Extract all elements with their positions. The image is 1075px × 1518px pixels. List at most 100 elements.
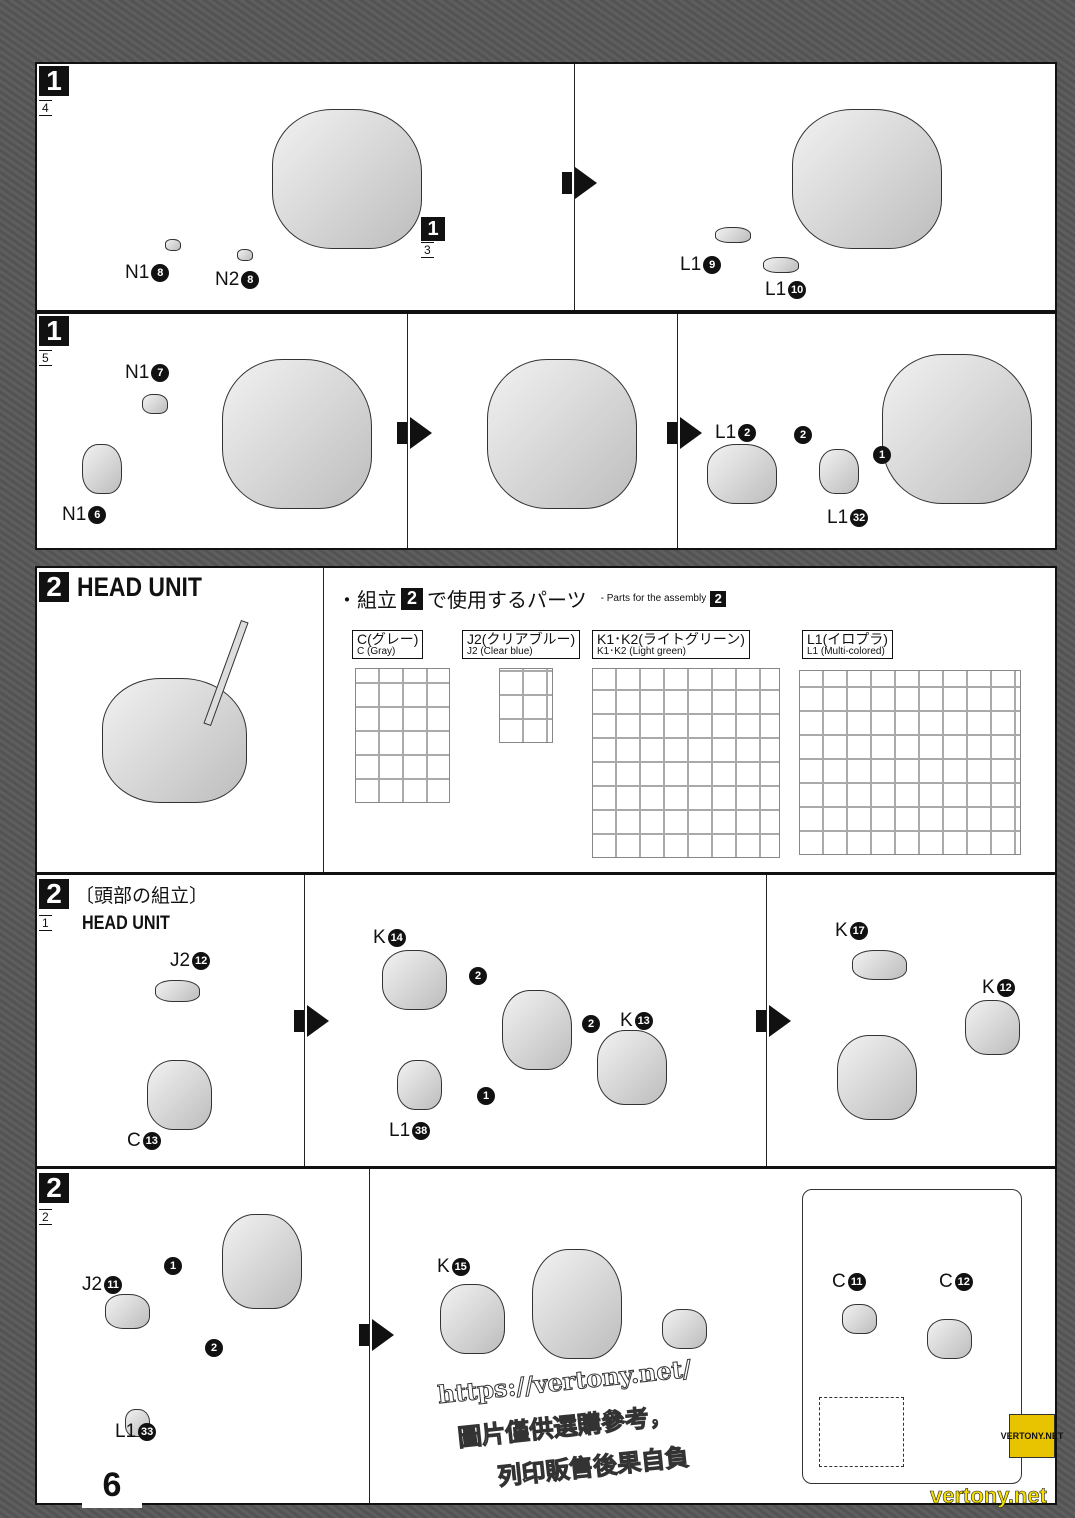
sub-step: 4 <box>39 100 52 116</box>
runner-c-label: C(グレー)C (Gray) <box>352 630 424 660</box>
part-n1-7 <box>142 394 168 414</box>
runner-j2 <box>499 668 553 743</box>
next-arrow <box>372 1319 394 1351</box>
step-number: 2 <box>39 571 69 602</box>
step-title-jp: 〔頭部の組立〕 <box>75 886 209 907</box>
runner-l1-label: L1(イロプラ)L1 (Multi-colored) <box>802 630 893 660</box>
part-l1-10 <box>763 257 799 273</box>
section-title: HEAD UNIT <box>77 572 202 602</box>
torso-part <box>792 109 942 249</box>
order-number: 2 <box>205 1339 223 1357</box>
head-core <box>502 990 572 1070</box>
divider <box>369 1169 370 1503</box>
part-l1-32 <box>819 449 859 494</box>
torso-part <box>222 359 372 509</box>
step-title-en: HEAD UNIT <box>82 913 170 934</box>
order-number: 2 <box>469 967 487 985</box>
next-arrow <box>359 1324 369 1346</box>
head-unit-illustration <box>102 678 247 803</box>
runner-k <box>592 668 780 858</box>
part-l1-38 <box>397 1060 442 1110</box>
part-l1-2 <box>707 444 777 504</box>
step-number: 1 <box>39 315 69 346</box>
part-k-14 <box>382 950 447 1010</box>
next-arrow <box>397 422 407 444</box>
part-k-12 <box>965 1000 1020 1055</box>
divider <box>407 314 408 548</box>
part-k-17 <box>852 950 907 980</box>
sub-step: 5 <box>39 350 52 366</box>
order-number: 1 <box>873 446 891 464</box>
runner-j2-label: J2(クリアブルー)J2 (Clear blue) <box>462 630 581 660</box>
divider <box>677 314 678 548</box>
order-number: 1 <box>164 1257 182 1275</box>
antenna-base <box>662 1309 707 1349</box>
head-core <box>837 1035 917 1120</box>
part-l1-9 <box>715 227 751 243</box>
order-number: 2 <box>582 1015 600 1033</box>
step-number: 2 <box>39 1172 69 1203</box>
step-number: 1 <box>39 65 69 96</box>
next-arrow <box>756 1010 766 1032</box>
part-c-12 <box>927 1319 972 1359</box>
vertony-badge: VERTONY.NET <box>1001 1414 1063 1458</box>
next-arrow <box>575 167 597 199</box>
torso-part <box>487 359 637 509</box>
next-arrow <box>769 1005 791 1037</box>
part-n1-6 <box>82 444 122 494</box>
head-assembly <box>532 1249 622 1359</box>
page-number: 6 <box>82 1463 142 1508</box>
next-arrow <box>667 422 677 444</box>
detail-inset <box>819 1397 904 1467</box>
next-arrow <box>307 1005 329 1037</box>
ref-sub: 3 <box>421 242 434 258</box>
part-n2 <box>237 249 253 261</box>
part-c-11 <box>842 1304 877 1334</box>
order-number: 2 <box>794 426 812 444</box>
next-arrow <box>562 172 572 194</box>
part-n1 <box>165 239 181 251</box>
part-j2-12 <box>155 980 200 1002</box>
ref-step: 1 <box>421 217 445 241</box>
next-arrow <box>680 417 702 449</box>
part-k-13 <box>597 1030 667 1105</box>
next-arrow <box>410 417 432 449</box>
divider <box>766 875 767 1166</box>
sub-step: 1 <box>39 915 52 931</box>
divider <box>323 568 324 872</box>
part-k-15 <box>440 1284 505 1354</box>
runner-k-label: K1･K2(ライトグリーン)K1･K2 (Light green) <box>592 630 750 660</box>
site-watermark: vertony.net <box>930 1483 1048 1509</box>
part-j2-11 <box>105 1294 150 1329</box>
torso-part <box>272 109 422 249</box>
sub-step: 2 <box>39 1209 52 1225</box>
divider <box>574 64 575 310</box>
head-assembly <box>222 1214 302 1309</box>
detail-callout-box <box>802 1189 1022 1484</box>
